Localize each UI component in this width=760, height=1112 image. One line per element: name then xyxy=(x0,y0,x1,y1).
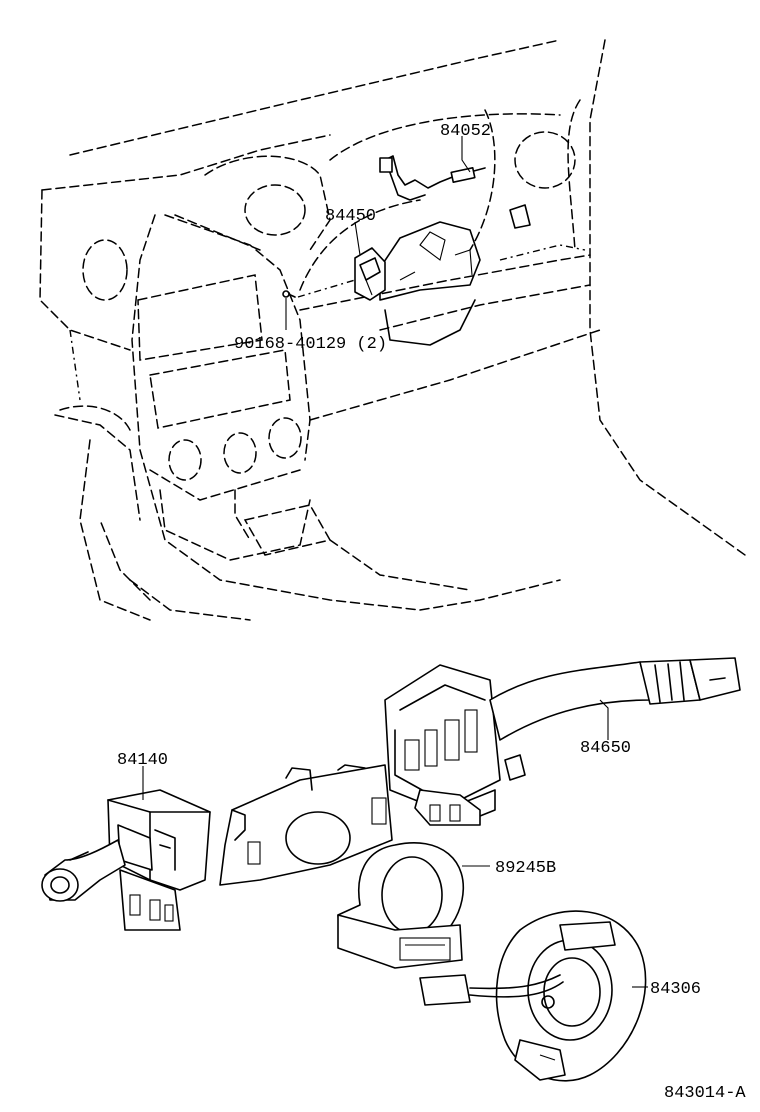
part-90168-screw xyxy=(282,279,356,298)
part-84052-harness xyxy=(379,155,486,201)
part-84140-switch xyxy=(41,789,211,931)
label-90168-40129: 90168-40129 (2) xyxy=(234,335,387,354)
label-89245B: 89245B xyxy=(495,859,556,878)
label-84052: 84052 xyxy=(440,122,491,141)
leader-lines xyxy=(142,136,648,988)
part-84650-switch xyxy=(384,657,741,826)
column-housing xyxy=(379,204,531,346)
label-84306: 84306 xyxy=(650,980,701,999)
label-84650: 84650 xyxy=(580,739,631,758)
part-bracket-plate xyxy=(219,764,393,886)
label-84450: 84450 xyxy=(325,207,376,226)
label-84140: 84140 xyxy=(117,751,168,770)
part-89245B-ring xyxy=(337,842,465,969)
part-84450-sensor xyxy=(354,247,386,301)
dashboard-outline xyxy=(39,39,746,621)
figure-code: 843014-A xyxy=(664,1084,746,1103)
part-84306-spiral-cable xyxy=(419,910,647,1082)
